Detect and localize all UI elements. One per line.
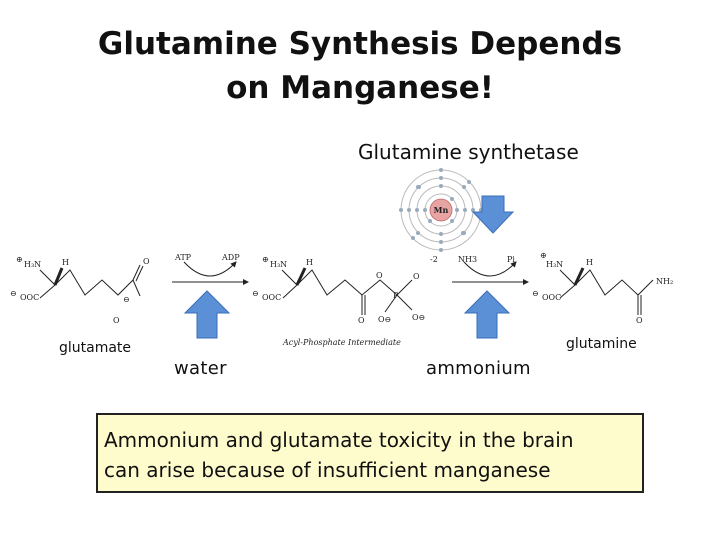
title-line-1: Glutamine Synthesis Depends (97, 26, 623, 62)
callout-line-1: Ammonium and glutamate toxicity in the b… (104, 428, 574, 452)
svg-text:-2: -2 (430, 255, 438, 264)
water-arrow-icon (183, 290, 231, 339)
svg-text:NH₂: NH₂ (656, 277, 673, 286)
svg-text:H₃N: H₃N (546, 260, 563, 269)
atom-symbol: Mn (434, 205, 449, 215)
acyl-phosphate-structure (281, 267, 413, 315)
svg-text:P: P (393, 291, 399, 300)
ammonium-arrow-icon (463, 290, 511, 339)
reaction-arrow-2: -2 NH3 Pi (430, 255, 529, 285)
svg-text:H₃N: H₃N (24, 260, 41, 269)
enzyme-label: Glutamine synthetase (358, 140, 579, 164)
callout-line-2: can arise because of insufficient mangan… (104, 458, 551, 482)
reaction-arrow-1: ATP ADP (172, 253, 249, 285)
label-water: water (174, 358, 227, 379)
svg-text:O: O (113, 316, 120, 325)
reagent-pi: Pi (507, 255, 515, 264)
label-ammonium: ammonium (426, 358, 531, 379)
label-glutamate: glutamate (59, 340, 132, 356)
svg-text:⊕: ⊕ (262, 255, 269, 264)
svg-text:O⊖: O⊖ (378, 315, 391, 324)
svg-text:OOC: OOC (262, 293, 281, 302)
svg-text:OOC: OOC (542, 293, 561, 302)
manganese-atom-icon: Mn (399, 168, 483, 252)
svg-text:⊕: ⊕ (540, 251, 547, 260)
reagent-nh3: NH3 (458, 255, 477, 264)
intermediate-label: Acyl-Phosphate Intermediate (282, 338, 401, 347)
glutamine-structure (559, 267, 654, 315)
glutamate-structure (39, 264, 144, 299)
label-glutamine: glutamine (566, 336, 637, 352)
svg-text:O: O (636, 316, 643, 325)
svg-text:O: O (358, 316, 365, 325)
svg-text:⊕: ⊕ (16, 255, 23, 264)
slide-title: Glutamine Synthesis Depends on Manganese… (0, 22, 720, 110)
down-arrow-icon (471, 195, 515, 234)
svg-text:⊖: ⊖ (123, 295, 130, 304)
svg-text:O⊖: O⊖ (412, 313, 425, 322)
svg-text:⊖: ⊖ (532, 289, 539, 298)
svg-text:⊖: ⊖ (252, 289, 259, 298)
svg-text:H₃N: H₃N (270, 260, 287, 269)
reagent-adp: ADP (221, 253, 240, 262)
svg-text:⊖: ⊖ (10, 289, 17, 298)
svg-text:H: H (62, 258, 69, 267)
callout-box: Ammonium and glutamate toxicity in the b… (96, 413, 644, 493)
svg-text:O: O (143, 257, 150, 266)
svg-text:O: O (413, 272, 420, 281)
svg-text:H: H (586, 258, 593, 267)
svg-text:O: O (376, 271, 383, 280)
svg-text:H: H (306, 258, 313, 267)
reagent-atp: ATP (174, 253, 192, 262)
svg-text:OOC: OOC (20, 293, 39, 302)
title-line-2: on Manganese! (226, 70, 494, 106)
